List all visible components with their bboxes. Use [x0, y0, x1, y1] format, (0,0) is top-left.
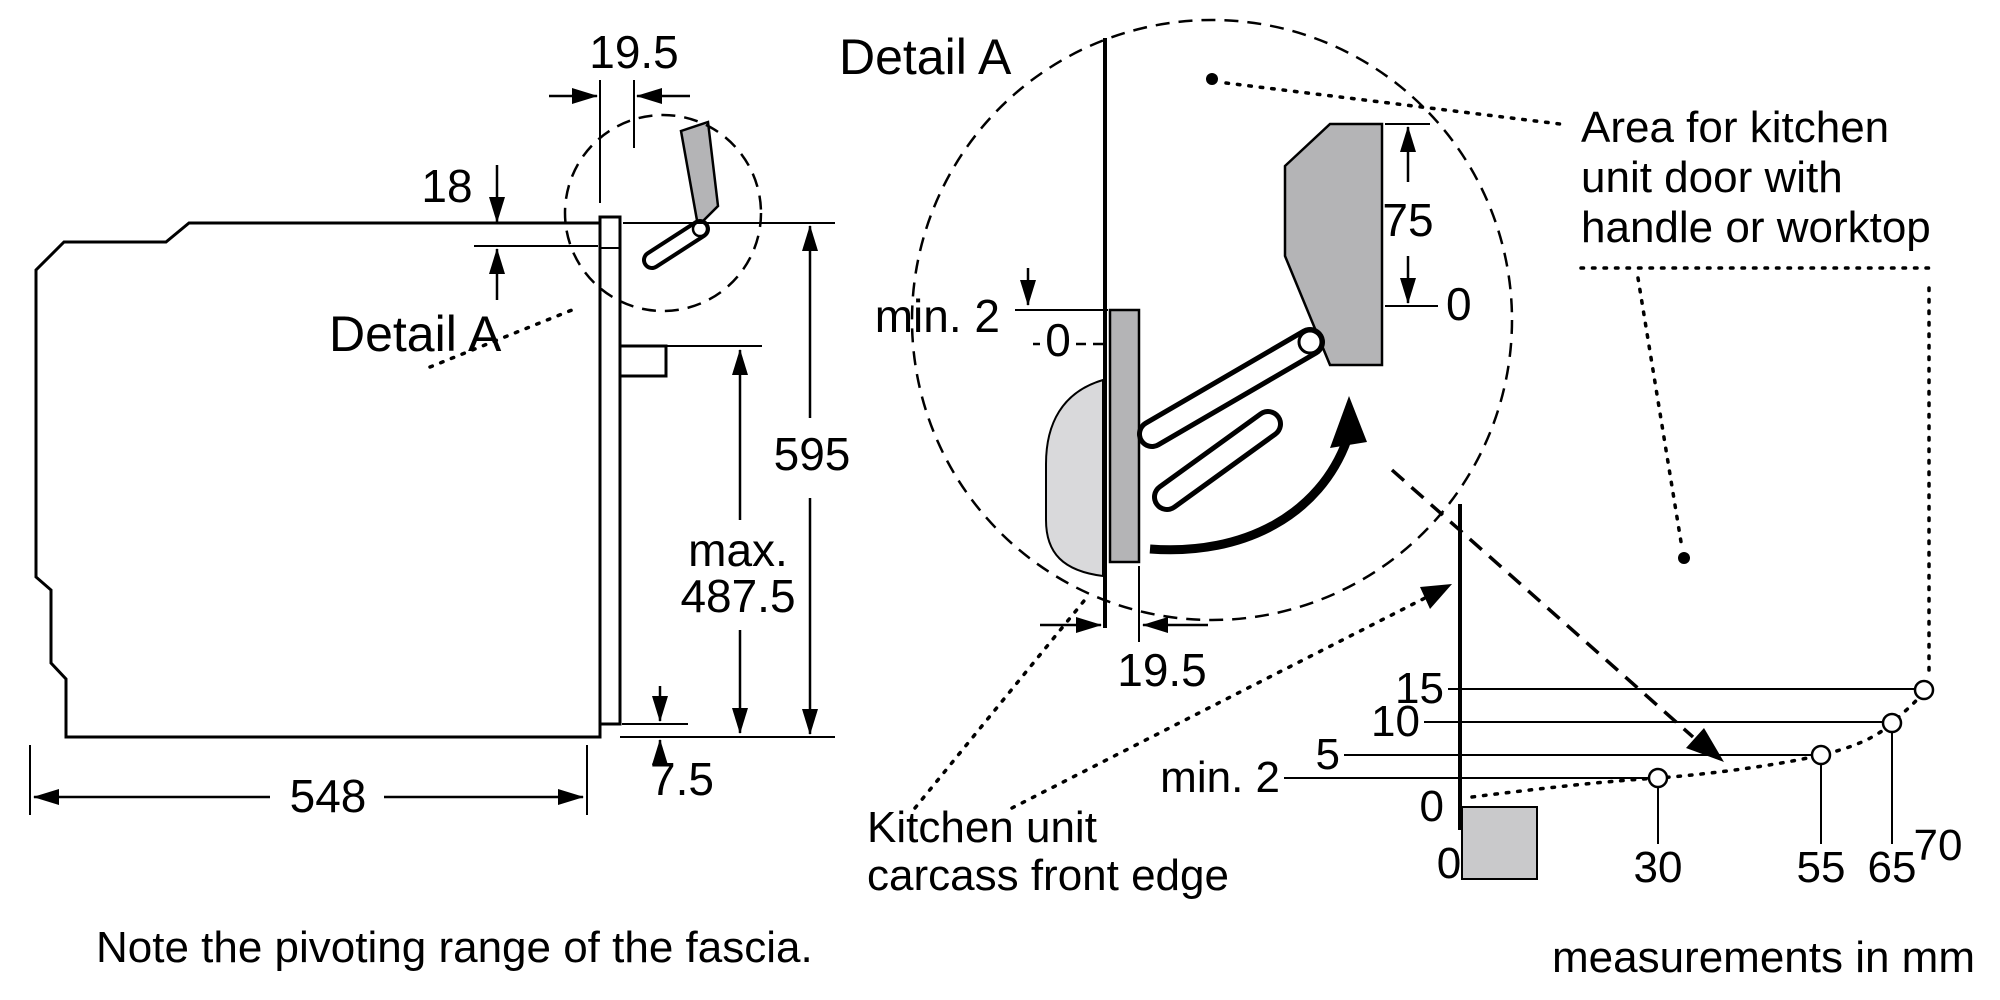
dim-top-offset-18: 18 [421, 160, 598, 300]
leader-dotted [1010, 596, 1427, 810]
curve-point-30 [1647, 767, 1669, 789]
dim-height-595: 595 [620, 222, 851, 738]
annotation-mapping-arrow [1390, 468, 1724, 762]
x-label-65: 65 [1868, 843, 1917, 892]
leader-dotted [1224, 81, 1562, 126]
area-note-line1: Area for kitchen [1581, 103, 1889, 152]
dim-panel-pivot-75: 75 0 [1382, 123, 1472, 330]
carcass-panel-section [1461, 806, 1538, 880]
dim-front-gap-19-5: 19.5 [549, 26, 690, 203]
oven-fascia-frame [1108, 308, 1141, 564]
dim-label: 19.5 [1117, 644, 1207, 696]
y-label-10: 10 [1371, 697, 1420, 746]
detail-a-leader [428, 308, 574, 369]
dim-label: 548 [290, 770, 367, 822]
y-label-5: 5 [1316, 730, 1340, 779]
dim-label: 18 [421, 160, 472, 212]
hinge-pin-detail [1297, 329, 1323, 355]
carcass-note-line2: carcass front edge [867, 851, 1229, 900]
detail-marker-circle [563, 113, 763, 313]
dim-label: 19.5 [589, 26, 679, 78]
dim-label: 595 [774, 428, 851, 480]
y-label-15: 15 [1395, 664, 1444, 713]
dim-front-gap-19-5-detail: 19.5 [1040, 566, 1208, 696]
dashed-mapping-line [1390, 468, 1695, 739]
y-label-0: 0 [1420, 782, 1444, 831]
x-label-55: 55 [1797, 843, 1846, 892]
leader-arrowhead [1420, 584, 1452, 609]
pivot-motion-arrow [1149, 438, 1352, 555]
dim-min-gap: min. 2 0 [875, 268, 1108, 366]
pivot-motion-arrowhead [1330, 396, 1367, 448]
pivot-range-note: Note the pivoting range of the fascia. [96, 923, 813, 972]
x-label-30: 30 [1634, 843, 1683, 892]
annotation-carcass-note: Kitchen unit carcass front edge [867, 584, 1452, 900]
area-note-line2: unit door with [1581, 153, 1843, 202]
area-note-line3: handle or worktop [1581, 203, 1931, 252]
leader-dotted [913, 594, 1090, 810]
oven-side-view: 19.5 18 Detail A 595 max. 487.5 [29, 26, 851, 972]
leader-dotted-diagonal [1636, 276, 1684, 550]
y-label-min2: min. 2 [1160, 753, 1280, 802]
x-label-0: 0 [1437, 839, 1461, 888]
curve-point-55 [1810, 744, 1832, 766]
dashed-mapping-arrowhead [1686, 728, 1724, 762]
dim-label: min. 2 [875, 290, 1000, 342]
dim-label-max: max. [688, 524, 788, 576]
detail-a-view: Detail A min. 2 0 75 0 [839, 18, 1514, 696]
annotation-area-note: Area for kitchen unit door with handle o… [1206, 73, 1936, 680]
detail-a-title: Detail A [839, 29, 1012, 85]
oven-handle [618, 344, 668, 378]
control-fascia-open-detail [1283, 122, 1384, 367]
oven-door-panel [598, 215, 622, 726]
hinge-link-lower-inner [1157, 414, 1278, 507]
leader-dot [1678, 552, 1690, 564]
carcass-note-line1: Kitchen unit [867, 803, 1097, 852]
clearance-curve [1470, 688, 1926, 799]
curve-point-70 [1913, 679, 1935, 701]
zero-label: 0 [1045, 314, 1071, 366]
detail-boundary-circle [910, 18, 1514, 622]
hinge-link-upper-inner [1142, 332, 1320, 444]
kitchen-door-section [1045, 378, 1104, 578]
dim-bottom-gap-7-5: 7.5 [622, 686, 714, 805]
dim-max-487-5: max. 487.5 [625, 345, 796, 734]
clearance-graph: 15 10 5 min. 2 0 0 30 55 65 70 [1160, 504, 1962, 892]
zero-label: 0 [1446, 278, 1472, 330]
x-label-70: 70 [1914, 821, 1963, 870]
hinge-link-inner [646, 223, 706, 266]
curve-point-65 [1881, 712, 1903, 734]
leader-dot [1206, 73, 1218, 85]
oven-body-outline [34, 221, 602, 739]
dim-label-value: 487.5 [680, 570, 795, 622]
dim-label: 7.5 [650, 753, 714, 805]
detail-a-label: Detail A [329, 306, 502, 362]
control-fascia-open [679, 120, 720, 229]
dim-label: 75 [1382, 194, 1433, 246]
units-note: measurements in mm [1552, 933, 1975, 982]
hinge-pin [691, 220, 709, 238]
dim-depth-548: 548 [29, 745, 588, 822]
